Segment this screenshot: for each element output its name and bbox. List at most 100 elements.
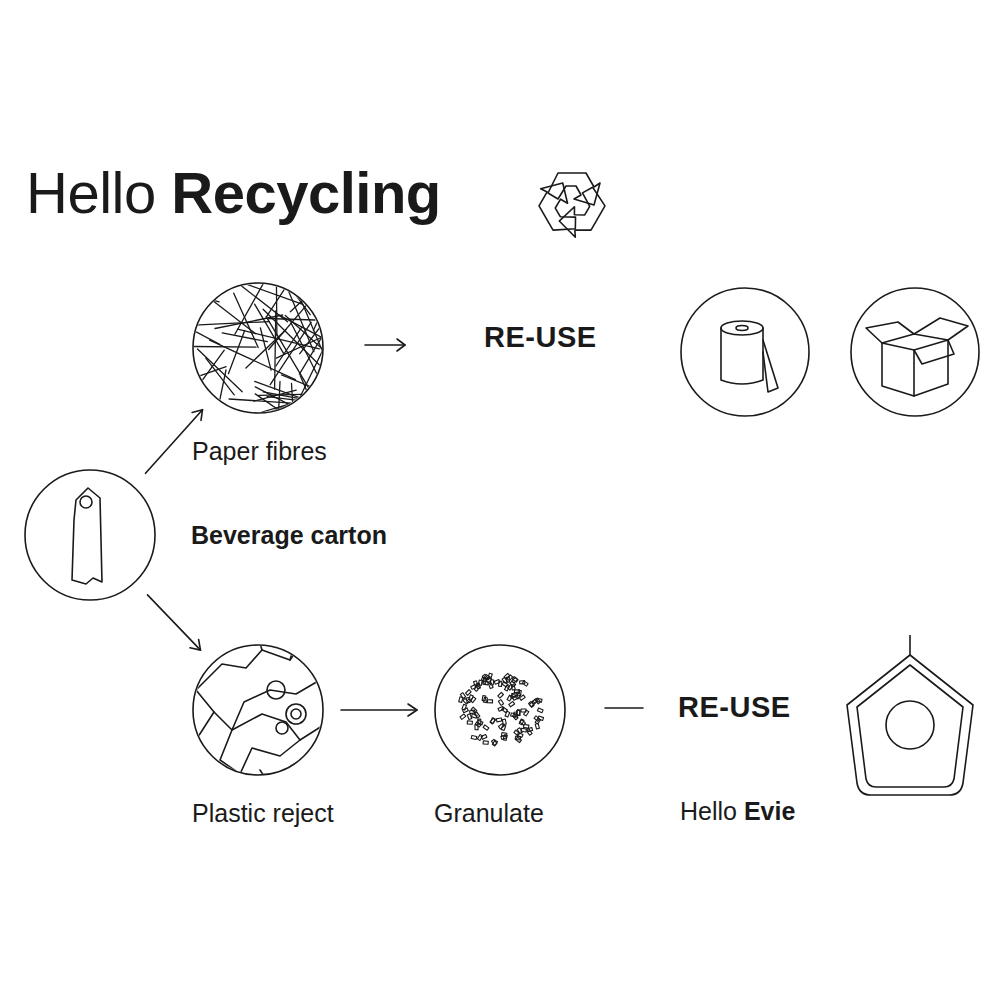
fibre-stroke — [170, 322, 270, 327]
granule — [501, 733, 506, 737]
circle-node: Granulate — [434, 644, 566, 776]
fibre-stroke — [276, 327, 302, 366]
carton-icon — [72, 488, 102, 584]
granule — [460, 714, 466, 719]
fibre-stroke — [195, 263, 212, 306]
toilet-roll-icon — [681, 288, 809, 416]
fibre-stroke — [292, 384, 295, 427]
fibre-stroke — [289, 271, 325, 356]
granule — [502, 707, 508, 712]
arrow-head — [190, 640, 201, 651]
granule — [529, 701, 535, 707]
fibre-stroke — [313, 294, 329, 331]
granule — [535, 698, 541, 704]
granule — [490, 718, 495, 724]
fibre-stroke — [275, 311, 276, 389]
granulate-texture — [459, 673, 544, 746]
fibre-stroke — [222, 333, 267, 342]
circle-border — [25, 470, 155, 600]
granule — [467, 721, 472, 724]
granule — [527, 728, 533, 732]
granule — [512, 692, 518, 696]
granule — [521, 728, 526, 732]
fibre-stroke — [162, 346, 256, 348]
granule — [515, 736, 520, 740]
granule — [471, 707, 477, 713]
granule — [506, 677, 509, 682]
granule — [498, 700, 503, 706]
granule — [511, 713, 517, 717]
granule — [483, 725, 489, 730]
arrow-head — [408, 704, 417, 716]
connector-arrow — [148, 595, 201, 650]
reuse-arrow — [365, 339, 405, 351]
birdhouse-outline — [845, 635, 975, 797]
fibre-stroke — [300, 376, 321, 425]
granule — [477, 720, 483, 725]
fibre-stroke — [262, 390, 337, 412]
cardboard-box-icon — [851, 288, 979, 416]
granule — [501, 725, 506, 731]
circle-border — [193, 645, 323, 775]
hanger — [909, 635, 911, 655]
granule — [474, 681, 479, 687]
reuse-label: RE-USE — [484, 320, 597, 355]
granule — [460, 693, 465, 699]
granule — [489, 683, 494, 689]
granule — [514, 712, 517, 717]
circle-outline — [192, 282, 324, 414]
granule — [469, 695, 474, 701]
fibre-stroke — [231, 278, 288, 322]
granule — [519, 719, 524, 725]
granule — [490, 718, 495, 724]
house-outer — [847, 655, 973, 795]
granule — [481, 734, 487, 739]
granule — [471, 735, 477, 739]
granule — [471, 714, 477, 718]
node-label: Hello Evie — [680, 796, 795, 826]
circle-outline — [24, 469, 156, 601]
granule — [524, 710, 529, 716]
granule — [514, 730, 520, 735]
circle-outline — [434, 644, 566, 776]
granule — [529, 702, 534, 708]
fibre-stroke — [259, 393, 356, 395]
house-hole — [886, 701, 934, 749]
granule — [475, 725, 478, 730]
granule — [512, 677, 518, 682]
granule — [508, 684, 514, 690]
granule — [509, 702, 515, 707]
fibre-stroke — [180, 384, 208, 419]
fibre-stroke — [190, 294, 220, 302]
recycling-symbol — [532, 173, 610, 242]
fibre-stroke — [177, 350, 224, 415]
fibre-stroke — [282, 375, 343, 400]
node-label: Plastic reject — [192, 798, 334, 828]
granule — [492, 740, 497, 746]
circle-border — [435, 645, 565, 775]
arrow-head — [192, 410, 202, 421]
connector-line — [148, 595, 201, 650]
circle-border — [193, 283, 323, 413]
granule — [483, 741, 488, 744]
fibre-stroke — [255, 387, 339, 431]
reuse-dash — [605, 707, 643, 709]
granule — [494, 680, 500, 685]
granule — [524, 724, 529, 728]
granule — [498, 692, 504, 698]
fibre-stroke — [238, 329, 320, 349]
fibre-stroke — [291, 323, 324, 389]
connector-arrow — [341, 704, 417, 716]
granule — [496, 718, 501, 722]
fibre-stroke — [270, 260, 310, 315]
granule — [538, 716, 544, 720]
text-light: Hello — [26, 160, 171, 225]
node-label: Granulate — [434, 798, 544, 828]
circle-outline — [192, 644, 324, 776]
granule — [507, 695, 512, 701]
paper-fibres-texture — [162, 260, 355, 446]
fibre-stroke — [229, 399, 322, 405]
circle-node: Beverage carton — [24, 469, 156, 601]
granule — [512, 677, 518, 683]
